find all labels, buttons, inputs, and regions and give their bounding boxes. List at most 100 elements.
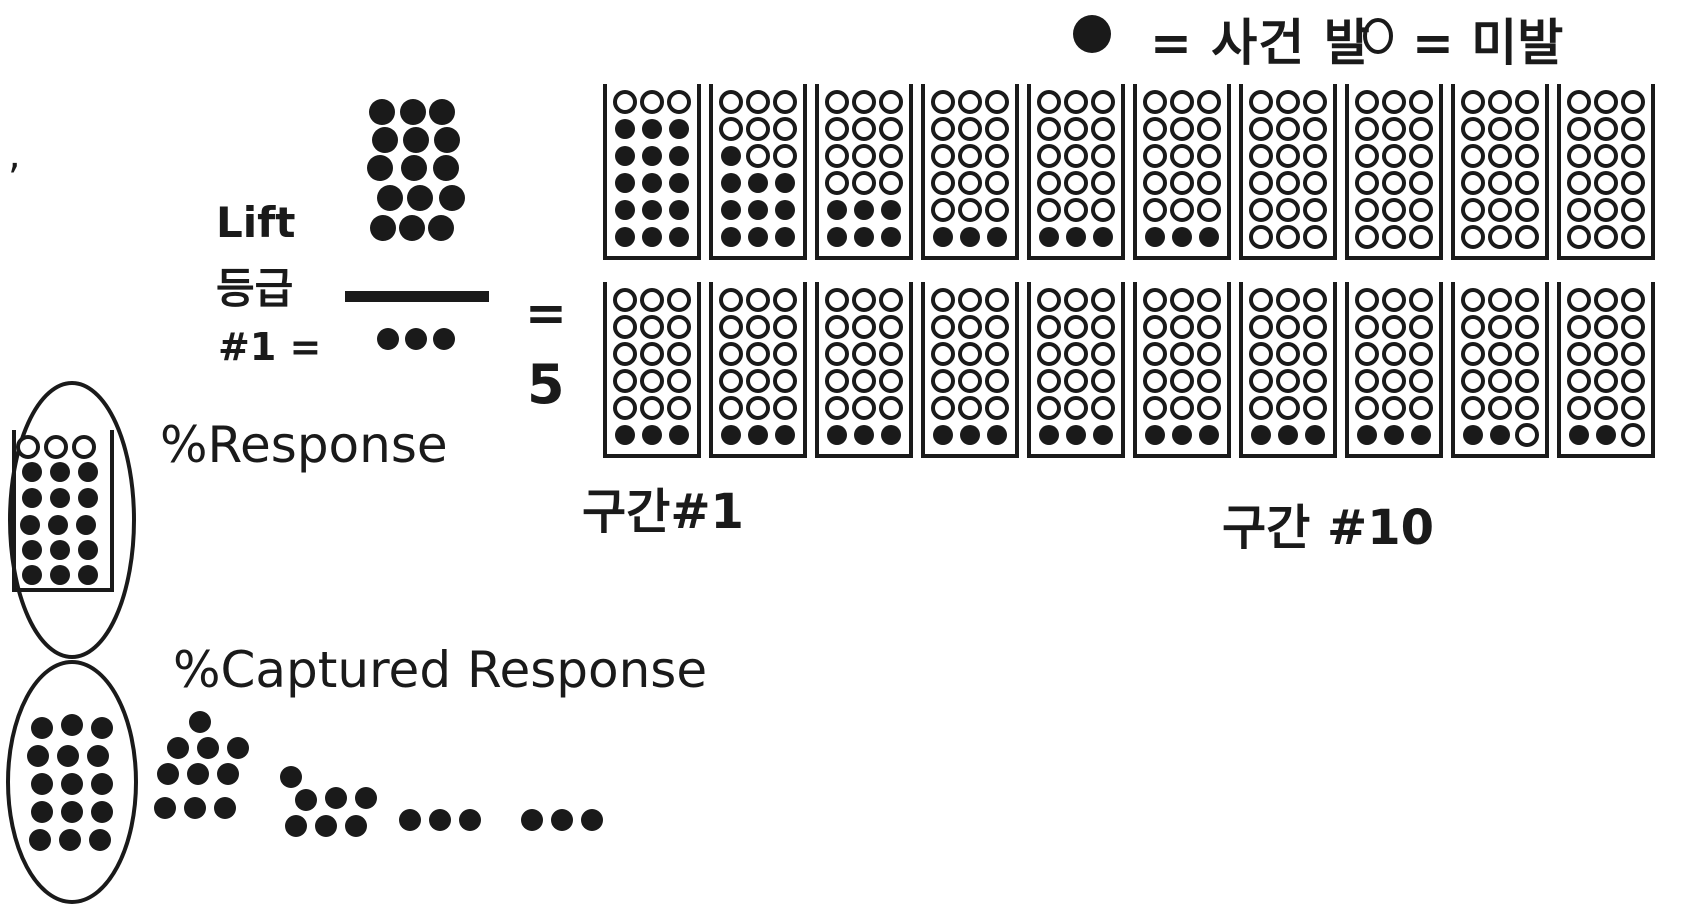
nonevent-ring [1382, 369, 1406, 393]
nonevent-ring [1037, 90, 1061, 114]
event-dot [642, 227, 662, 247]
nonevent-ring [640, 342, 664, 366]
event-dot [399, 215, 425, 241]
nonevent-ring [1091, 369, 1115, 393]
nonevent-ring [719, 396, 743, 420]
nonevent-ring [1594, 288, 1618, 312]
nonevent-ring [1355, 369, 1379, 393]
nonevent-ring [613, 288, 637, 312]
event-dot [642, 200, 662, 220]
event-dot [615, 227, 635, 247]
event-dot [184, 797, 206, 819]
event-dot [87, 745, 109, 767]
nonevent-ring [1382, 396, 1406, 420]
nonevent-ring [852, 144, 876, 168]
lift-label: Lift [216, 198, 296, 247]
event-dot [881, 227, 901, 247]
nonevent-ring [1143, 315, 1167, 339]
event-dot [22, 462, 42, 482]
nonevent-ring [1488, 288, 1512, 312]
event-dot [615, 119, 635, 139]
nonevent-ring [852, 288, 876, 312]
event-dot [214, 797, 236, 819]
nonevent-ring [1303, 288, 1327, 312]
nonevent-ring [1197, 288, 1221, 312]
event-dot [1596, 425, 1616, 445]
event-dot [1199, 425, 1219, 445]
nonevent-ring [667, 90, 691, 114]
event-dot [20, 515, 40, 535]
nonevent-ring [852, 396, 876, 420]
nonevent-ring [1409, 396, 1433, 420]
event-dot [1172, 227, 1192, 247]
event-dot [960, 227, 980, 247]
jar-outline [815, 282, 913, 458]
event-dot [521, 809, 543, 831]
grade-number: #1 = [218, 325, 322, 369]
nonevent-ring [1488, 171, 1512, 195]
decile-jar [1451, 84, 1549, 260]
nonevent-ring [1567, 198, 1591, 222]
nonevent-ring [1621, 144, 1645, 168]
nonevent-ring [1064, 171, 1088, 195]
nonevent-ring [1355, 117, 1379, 141]
nonevent-ring [1382, 144, 1406, 168]
nonevent-ring [1621, 396, 1645, 420]
event-dot [50, 488, 70, 508]
nonevent-ring [640, 369, 664, 393]
nonevent-ring [1276, 315, 1300, 339]
decile-jar [921, 84, 1019, 260]
nonevent-ring [931, 117, 955, 141]
jar-outline [921, 84, 1019, 260]
nonevent-ring [1197, 144, 1221, 168]
nonevent-ring [1276, 396, 1300, 420]
nonevent-ring [1091, 117, 1115, 141]
jar-outline [1345, 84, 1443, 260]
decile-jar [1451, 282, 1549, 458]
nonevent-ring [613, 90, 637, 114]
nonevent-ring [1064, 117, 1088, 141]
event-dot [551, 809, 573, 831]
nonevent-ring [1303, 117, 1327, 141]
response-label: %Response [160, 416, 448, 474]
nonevent-ring [1515, 198, 1539, 222]
decile-last-label: 구간 #10 [1222, 500, 1435, 556]
event-dot [1305, 425, 1325, 445]
event-dot [581, 809, 603, 831]
nonevent-ring [1594, 315, 1618, 339]
decile-jar [921, 282, 1019, 458]
event-dot [1490, 425, 1510, 445]
event-dot [1411, 425, 1431, 445]
nonevent-ring [1461, 396, 1485, 420]
nonevent-ring [825, 342, 849, 366]
nonevent-ring [985, 198, 1009, 222]
event-dot [429, 809, 451, 831]
nonevent-ring [1143, 90, 1167, 114]
event-dot [89, 829, 111, 851]
event-dot [1199, 227, 1219, 247]
nonevent-ring [1170, 288, 1194, 312]
nonevent-ring [1355, 315, 1379, 339]
response-example [8, 381, 136, 659]
decile-jar [1027, 282, 1125, 458]
nonevent-ring [931, 288, 955, 312]
nonevent-ring [1567, 144, 1591, 168]
event-dot [775, 173, 795, 193]
nonevent-ring [1515, 369, 1539, 393]
nonevent-ring [852, 315, 876, 339]
nonevent-ring [1567, 117, 1591, 141]
nonevent-ring [931, 171, 955, 195]
event-dot [1066, 227, 1086, 247]
nonevent-ring [1170, 171, 1194, 195]
nonevent-ring [719, 288, 743, 312]
event-dot [1145, 227, 1165, 247]
nonevent-ring [1461, 90, 1485, 114]
nonevent-ring [931, 90, 955, 114]
event-dot [61, 773, 83, 795]
nonevent-ring [1355, 171, 1379, 195]
event-dot [280, 766, 302, 788]
nonevent-ring [1064, 396, 1088, 420]
event-dot [197, 737, 219, 759]
nonevent-ring [719, 369, 743, 393]
